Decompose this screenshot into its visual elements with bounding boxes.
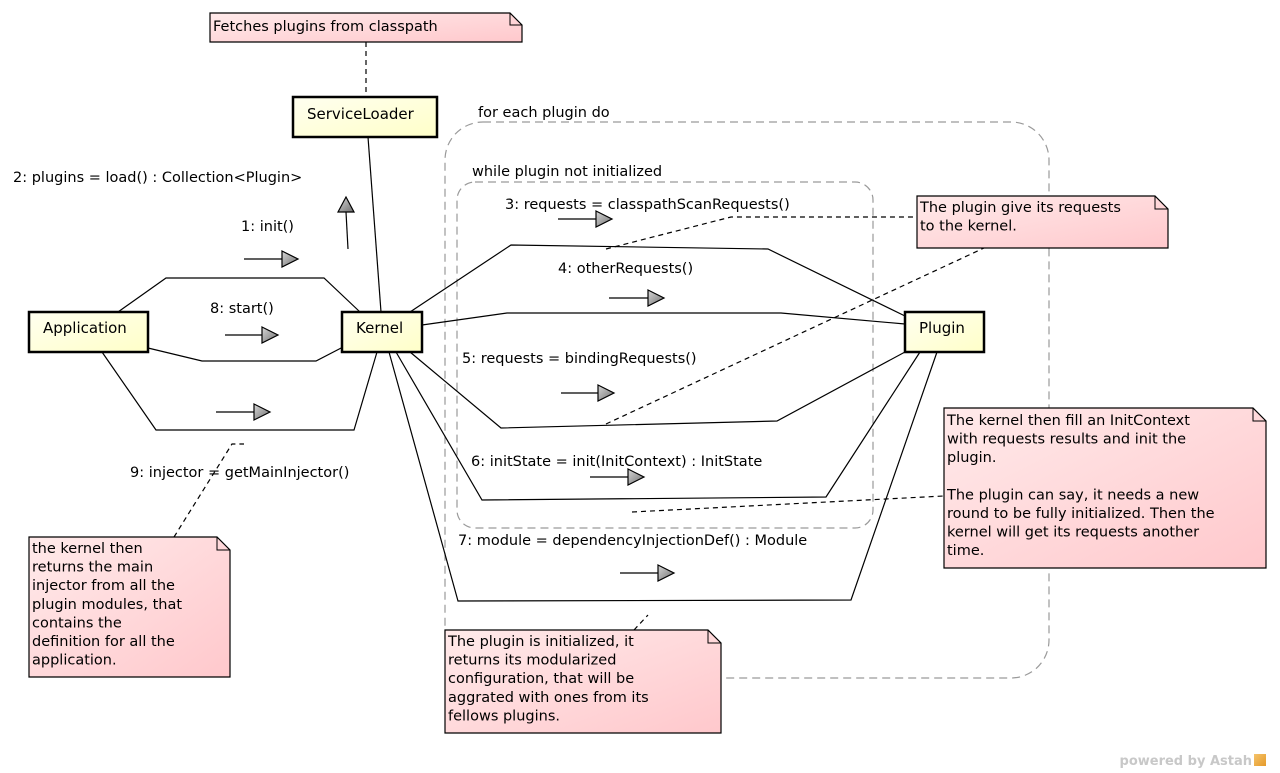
note-initcontext[interactable]: The kernel then fill an InitContext with … [943, 407, 1267, 569]
anchor-module [633, 614, 649, 631]
note-fetch-text: Fetches plugins from classpath [213, 19, 438, 35]
message-6: 6: initState = init(InitContext) : InitS… [471, 454, 762, 470]
link-kernel-serviceloader [367, 136, 382, 313]
anchor-initcontext [631, 495, 945, 513]
note-line: with requests results and init the [947, 432, 1186, 448]
message-3: 3: requests = classpathScanRequests() [505, 197, 790, 213]
note-line: fellows plugins. [448, 708, 560, 724]
arrow-m5 [561, 384, 616, 402]
note-module[interactable]: The plugin is initialized, it returns its… [444, 629, 722, 734]
note-line: returns the main [32, 560, 153, 576]
note-line: definition for all the [32, 634, 175, 650]
message-4: 4: otherRequests() [558, 261, 693, 277]
link-app-kernel-mid [147, 345, 346, 362]
object-plugin-label: Plugin [919, 319, 965, 337]
arrow-m3 [558, 210, 614, 228]
frame-for-each: for each plugin do [444, 105, 1050, 679]
object-kernel[interactable]: Kernel [340, 310, 424, 354]
link-kernel-plugin-5 [388, 351, 938, 602]
message-8: 8: start() [210, 301, 274, 317]
note-line: to the kernel. [920, 219, 1017, 235]
message-5: 5: requests = bindingRequests() [462, 351, 697, 367]
note-line: injector from all the [32, 578, 175, 594]
anchor-requests-2 [605, 247, 985, 425]
link-kernel-plugin-1 [409, 244, 906, 317]
link-kernel-plugin-4 [395, 351, 921, 501]
note-line: returns its modularized [448, 653, 616, 669]
astah-branding: powered by Astah [1120, 754, 1266, 769]
object-service-loader[interactable]: ServiceLoader [291, 95, 439, 139]
frame-while: while plugin not initialized [456, 164, 874, 529]
branding-text: powered by Astah [1119, 754, 1252, 769]
note-line: round to be fully initialized. Then the [947, 506, 1215, 522]
frame-while-label: while plugin not initialized [472, 164, 662, 180]
note-anchors [173, 42, 985, 631]
note-initcontext-text: The kernel then fill an InitContext with … [946, 413, 1215, 559]
note-requests[interactable]: The plugin give its requests to the kerne… [916, 195, 1169, 249]
message-labels: 1: init() 2: plugins = load() : Collecti… [13, 170, 807, 549]
note-injector-text: the kernel then returns the main injector … [32, 541, 182, 669]
note-line: Fetches plugins from classpath [213, 19, 438, 35]
message-arrows [216, 195, 676, 582]
note-line: plugin modules, that [32, 597, 182, 613]
link-kernel-plugin-2 [421, 312, 906, 326]
note-injector[interactable]: the kernel then returns the main injector … [28, 536, 231, 678]
message-7: 7: module = dependencyInjectionDef() : M… [458, 533, 807, 549]
note-module-text: The plugin is initialized, it returns its… [447, 634, 649, 724]
note-line: the kernel then [32, 541, 143, 557]
object-service-loader-label: ServiceLoader [307, 105, 415, 123]
note-line: aggrated with ones from its [448, 690, 649, 706]
arrow-m4 [609, 289, 666, 307]
object-application[interactable]: Application [27, 310, 150, 354]
arrow-m7 [620, 564, 676, 582]
note-line: configuration, that will be [448, 671, 634, 687]
link-app-kernel-bottom [101, 351, 378, 431]
note-line: The plugin can say, it needs a new [946, 487, 1199, 503]
note-line: application. [32, 653, 117, 669]
note-line: The plugin is initialized, it [447, 634, 634, 650]
message-9: 9: injector = getMainInjector() [130, 465, 349, 481]
message-1: 1: init() [241, 219, 294, 235]
anchor-requests-1 [605, 216, 917, 250]
link-kernel-plugin-3 [409, 351, 906, 429]
note-line: plugin. [947, 450, 996, 466]
astah-logo-icon [1254, 754, 1266, 766]
arrow-m9 [216, 403, 272, 421]
frame-for-each-label: for each plugin do [478, 105, 610, 121]
object-kernel-label: Kernel [356, 319, 403, 337]
note-fetch[interactable]: Fetches plugins from classpath [209, 12, 523, 43]
arrow-m1 [244, 250, 300, 268]
note-line: The kernel then fill an InitContext [946, 413, 1190, 429]
link-app-kernel-top [117, 277, 361, 313]
anchor-injector [173, 443, 244, 538]
note-line: contains the [32, 615, 122, 631]
links [101, 136, 938, 602]
note-line: time. [947, 543, 984, 559]
note-requests-text: The plugin give its requests to the kerne… [919, 200, 1121, 235]
arrow-m6 [590, 468, 646, 486]
message-2: 2: plugins = load() : Collection<Plugin> [13, 170, 302, 186]
note-line: kernel will get its requests another [947, 525, 1199, 541]
arrow-m2 [337, 195, 355, 250]
object-application-label: Application [43, 319, 127, 337]
arrow-m8 [225, 326, 280, 344]
note-line: The plugin give its requests [919, 200, 1121, 216]
object-plugin[interactable]: Plugin [903, 310, 986, 354]
